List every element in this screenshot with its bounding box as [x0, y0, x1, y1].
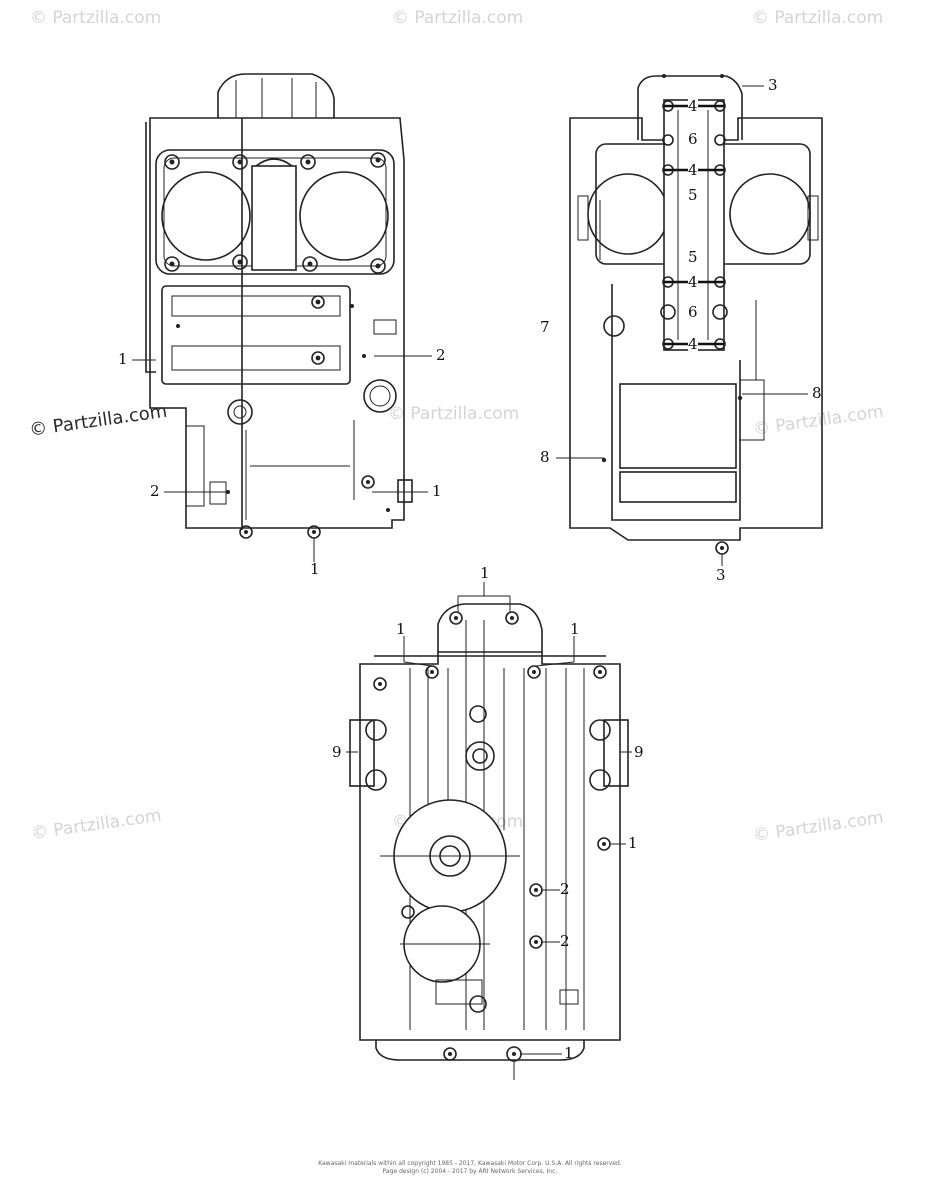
watermark: © Partzilla.com	[752, 8, 884, 28]
callout-7: 7	[540, 318, 550, 336]
watermark: © Partzilla.com	[30, 8, 162, 28]
callout-8: 8	[812, 384, 822, 402]
callout-1: 1	[118, 350, 128, 368]
callout-4: 4	[688, 161, 698, 179]
watermark: © Partzilla.com	[388, 404, 520, 424]
callout-6: 6	[688, 303, 698, 321]
callout-3: 3	[768, 76, 778, 94]
callout-9: 9	[332, 743, 342, 761]
callout-2: 2	[560, 880, 570, 898]
upper-crankcase-view	[132, 73, 432, 562]
callout-1: 1	[570, 620, 580, 638]
callout-1: 1	[432, 482, 442, 500]
callout-4: 4	[688, 273, 698, 291]
callout-1: 1	[396, 620, 406, 638]
callout-8: 8	[540, 448, 550, 466]
callout-2: 2	[150, 482, 160, 500]
callout-2: 2	[560, 932, 570, 950]
callout-1: 1	[628, 834, 638, 852]
callout-6: 6	[688, 130, 698, 148]
callout-3: 3	[716, 566, 726, 584]
page-design-credit: Page design (c) 2004 - 2017 by ARI Netwo…	[382, 1168, 558, 1175]
callout-4: 4	[688, 335, 698, 353]
copyright-line: Kawasaki materials within all copyright …	[318, 1160, 622, 1167]
callout-1: 1	[480, 564, 490, 582]
callout-5: 5	[688, 248, 698, 266]
callout-5: 5	[688, 186, 698, 204]
callout-1: 1	[564, 1044, 574, 1062]
callout-9: 9	[634, 743, 644, 761]
watermark: © Partzilla.com	[392, 8, 524, 28]
lower-crankcase-outer-view	[346, 582, 632, 1080]
callout-1: 1	[310, 560, 320, 578]
callout-2: 2	[436, 346, 446, 364]
callout-4: 4	[688, 97, 698, 115]
